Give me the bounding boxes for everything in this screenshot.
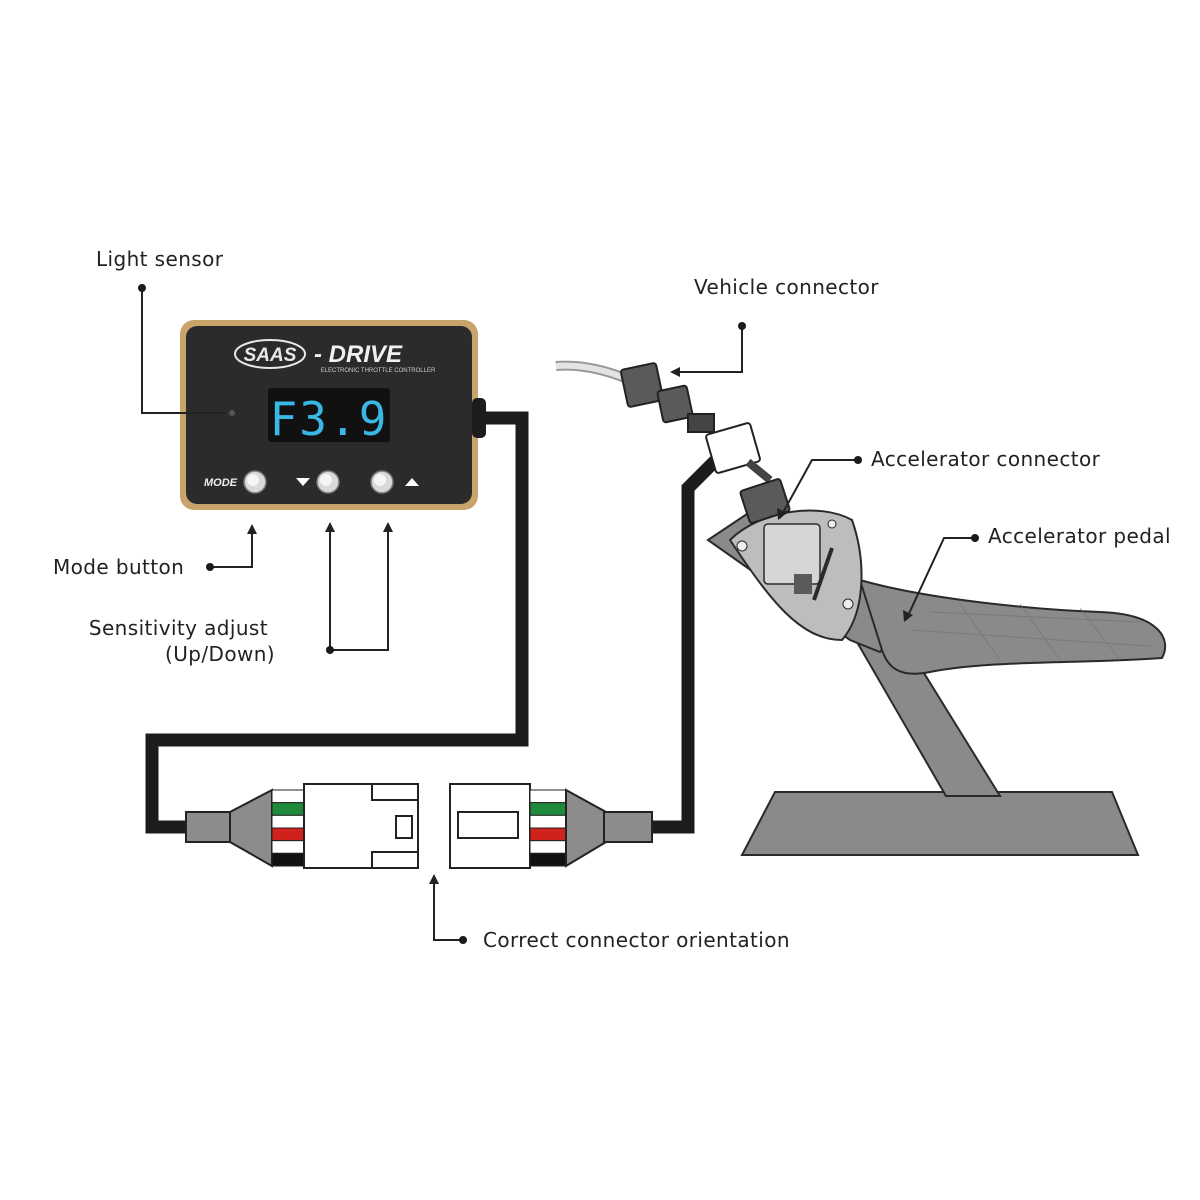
display-readout: F3.9	[270, 392, 389, 446]
accelerator-connector	[739, 458, 791, 524]
controller-cable	[145, 411, 529, 834]
light-sensor-leader	[141, 288, 226, 414]
wire-stripe	[271, 827, 305, 842]
pedal-cable	[645, 449, 727, 834]
accelerator-pedal-assembly	[706, 509, 1167, 856]
wire-stripe	[271, 814, 305, 829]
harness-connector-right	[449, 783, 653, 869]
product-name: - DRIVE	[314, 341, 403, 368]
label-sensitivity-adjust: Sensitivity adjust	[89, 616, 268, 640]
vehicle-connector-leader	[676, 326, 743, 373]
down-arrow-icon	[296, 478, 310, 486]
wire-stripe	[529, 852, 567, 867]
up-button[interactable]	[370, 470, 394, 494]
brand-logo-text: SAAS	[244, 345, 297, 366]
accelerator-pedal-leader	[905, 537, 975, 621]
mode-button[interactable]	[243, 470, 267, 494]
label-accelerator-connector: Accelerator connector	[871, 447, 1101, 471]
mode-label: MODE	[204, 477, 238, 489]
wire-bundle-left	[271, 789, 305, 867]
wire-stripe	[529, 827, 567, 842]
up-button-leader	[330, 528, 389, 651]
label-sensitivity-updown: (Up/Down)	[165, 642, 275, 666]
up-arrow-icon	[405, 478, 419, 486]
down-button[interactable]	[316, 470, 340, 494]
wire-bundle-right	[529, 789, 567, 867]
label-light-sensor: Light sensor	[96, 247, 224, 271]
wire-stripe	[529, 840, 567, 854]
orientation-leader	[433, 878, 463, 941]
cable-grommet	[472, 398, 486, 438]
accelerator-connector-leader	[779, 459, 858, 519]
harness-connector-left	[185, 783, 419, 869]
product-tagline: ELECTRONIC THROTTLE CONTROLLER	[321, 368, 436, 374]
wire-stripe	[529, 789, 567, 804]
throttle-controller: SAAS - DRIVE ELECTRONIC THROTTLE CONTROL…	[180, 320, 486, 510]
wire-stripe	[529, 814, 567, 829]
wire-stripe	[271, 802, 305, 816]
wire-stripe	[271, 852, 305, 867]
saas-logo: SAAS	[234, 339, 306, 369]
wire-stripe	[271, 789, 305, 804]
inline-adapter	[705, 422, 761, 474]
light-sensor	[229, 410, 235, 416]
vehicle-connector	[555, 360, 715, 433]
pedal-base	[740, 791, 1140, 856]
label-mode-button: Mode button	[53, 555, 184, 579]
mode-button-leader	[210, 530, 253, 568]
label-connector-orientation: Correct connector orientation	[483, 928, 790, 952]
label-accelerator-pedal: Accelerator pedal	[988, 524, 1171, 548]
label-vehicle-connector: Vehicle connector	[694, 275, 879, 299]
wire-stripe	[529, 802, 567, 816]
wire-stripe	[271, 840, 305, 854]
display-window	[268, 388, 390, 442]
pedal-pad	[858, 578, 1167, 675]
